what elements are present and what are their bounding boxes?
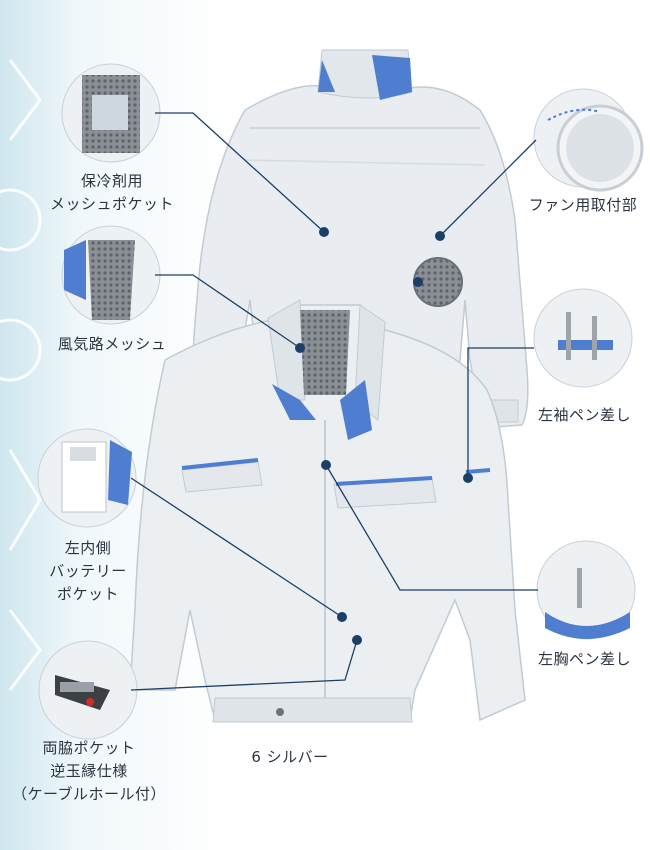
detail-fan-mount <box>533 88 644 192</box>
color-caption: 6 シルバー <box>251 748 329 766</box>
leader-dots <box>295 227 473 645</box>
battery-pocket-line-3: ポケット <box>56 585 119 603</box>
detail-chest-pen <box>536 540 636 640</box>
air-path-mesh-line-1: 風気路メッシュ <box>57 335 167 353</box>
front-view-jacket <box>129 299 526 723</box>
air-path-mesh-label: 風気路メッシュ <box>42 333 182 356</box>
background-watermark-letters <box>0 59 42 691</box>
left-sleeve-pen-label: 左袖ペン差し <box>522 404 647 427</box>
left-chest-pen-line-1: 左胸ペン差し <box>537 650 631 668</box>
side-pocket-label: 両脇ポケット 逆玉縁仕様 （ケーブルホール付） <box>4 737 174 806</box>
detail-sleeve-pen <box>533 288 633 388</box>
detail-air-path-mesh <box>61 225 161 325</box>
battery-pocket-line-1: 左内側 <box>64 539 112 557</box>
side-pocket-line-2: 逆玉縁仕様 <box>50 762 128 780</box>
detail-battery-pocket <box>37 428 137 528</box>
side-pocket-line-1: 両脇ポケット <box>42 739 136 757</box>
detail-mesh-pocket <box>61 63 161 163</box>
battery-pocket-line-2: バッテリー <box>49 562 127 580</box>
mesh-pocket-line-2: メッシュポケット <box>49 195 174 213</box>
detail-side-pocket <box>38 640 138 740</box>
fan-mount-label: ファン用取付部 <box>517 194 649 217</box>
battery-pocket-label: 左内側 バッテリー ポケット <box>28 537 148 606</box>
leader-lines <box>130 112 538 691</box>
left-chest-pen-label: 左胸ペン差し <box>522 648 647 671</box>
mesh-pocket-label: 保冷剤用 メッシュポケット <box>42 170 182 216</box>
side-pocket-line-3: （ケーブルホール付） <box>11 785 167 803</box>
mesh-pocket-line-1: 保冷剤用 <box>80 172 143 190</box>
left-sleeve-pen-line-1: 左袖ペン差し <box>537 406 631 424</box>
fan-mount-line-1: ファン用取付部 <box>528 196 638 214</box>
